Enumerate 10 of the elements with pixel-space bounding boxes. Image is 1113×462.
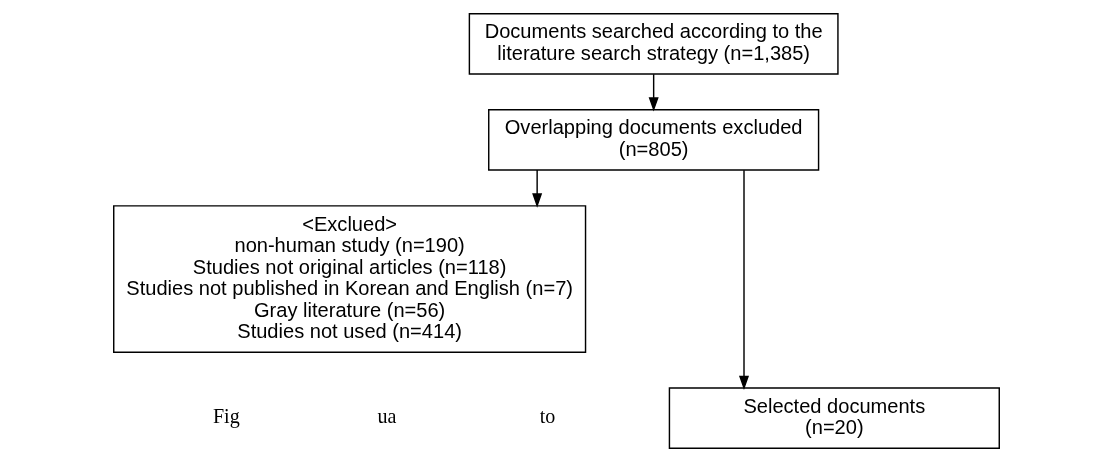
node-box: Overlapping documents excluded (n=805) <box>488 109 820 171</box>
node-box: <Exclued> non-human study (n=190) Studies not original articles (n=118) Studies not published in Korean and English (n=7) Gray literature (n=56) Studies not used (n=414) <box>113 205 587 353</box>
label: Fig <box>212 405 240 428</box>
label: ua <box>377 405 397 428</box>
node-box: Selected documents (n=20) <box>668 387 1000 449</box>
arrow <box>532 169 543 208</box>
node-box: Documents searched according to the literature search strategy (n=1,385) <box>468 13 839 75</box>
arrow <box>648 73 659 112</box>
label: to <box>539 405 556 428</box>
arrow <box>739 169 750 391</box>
